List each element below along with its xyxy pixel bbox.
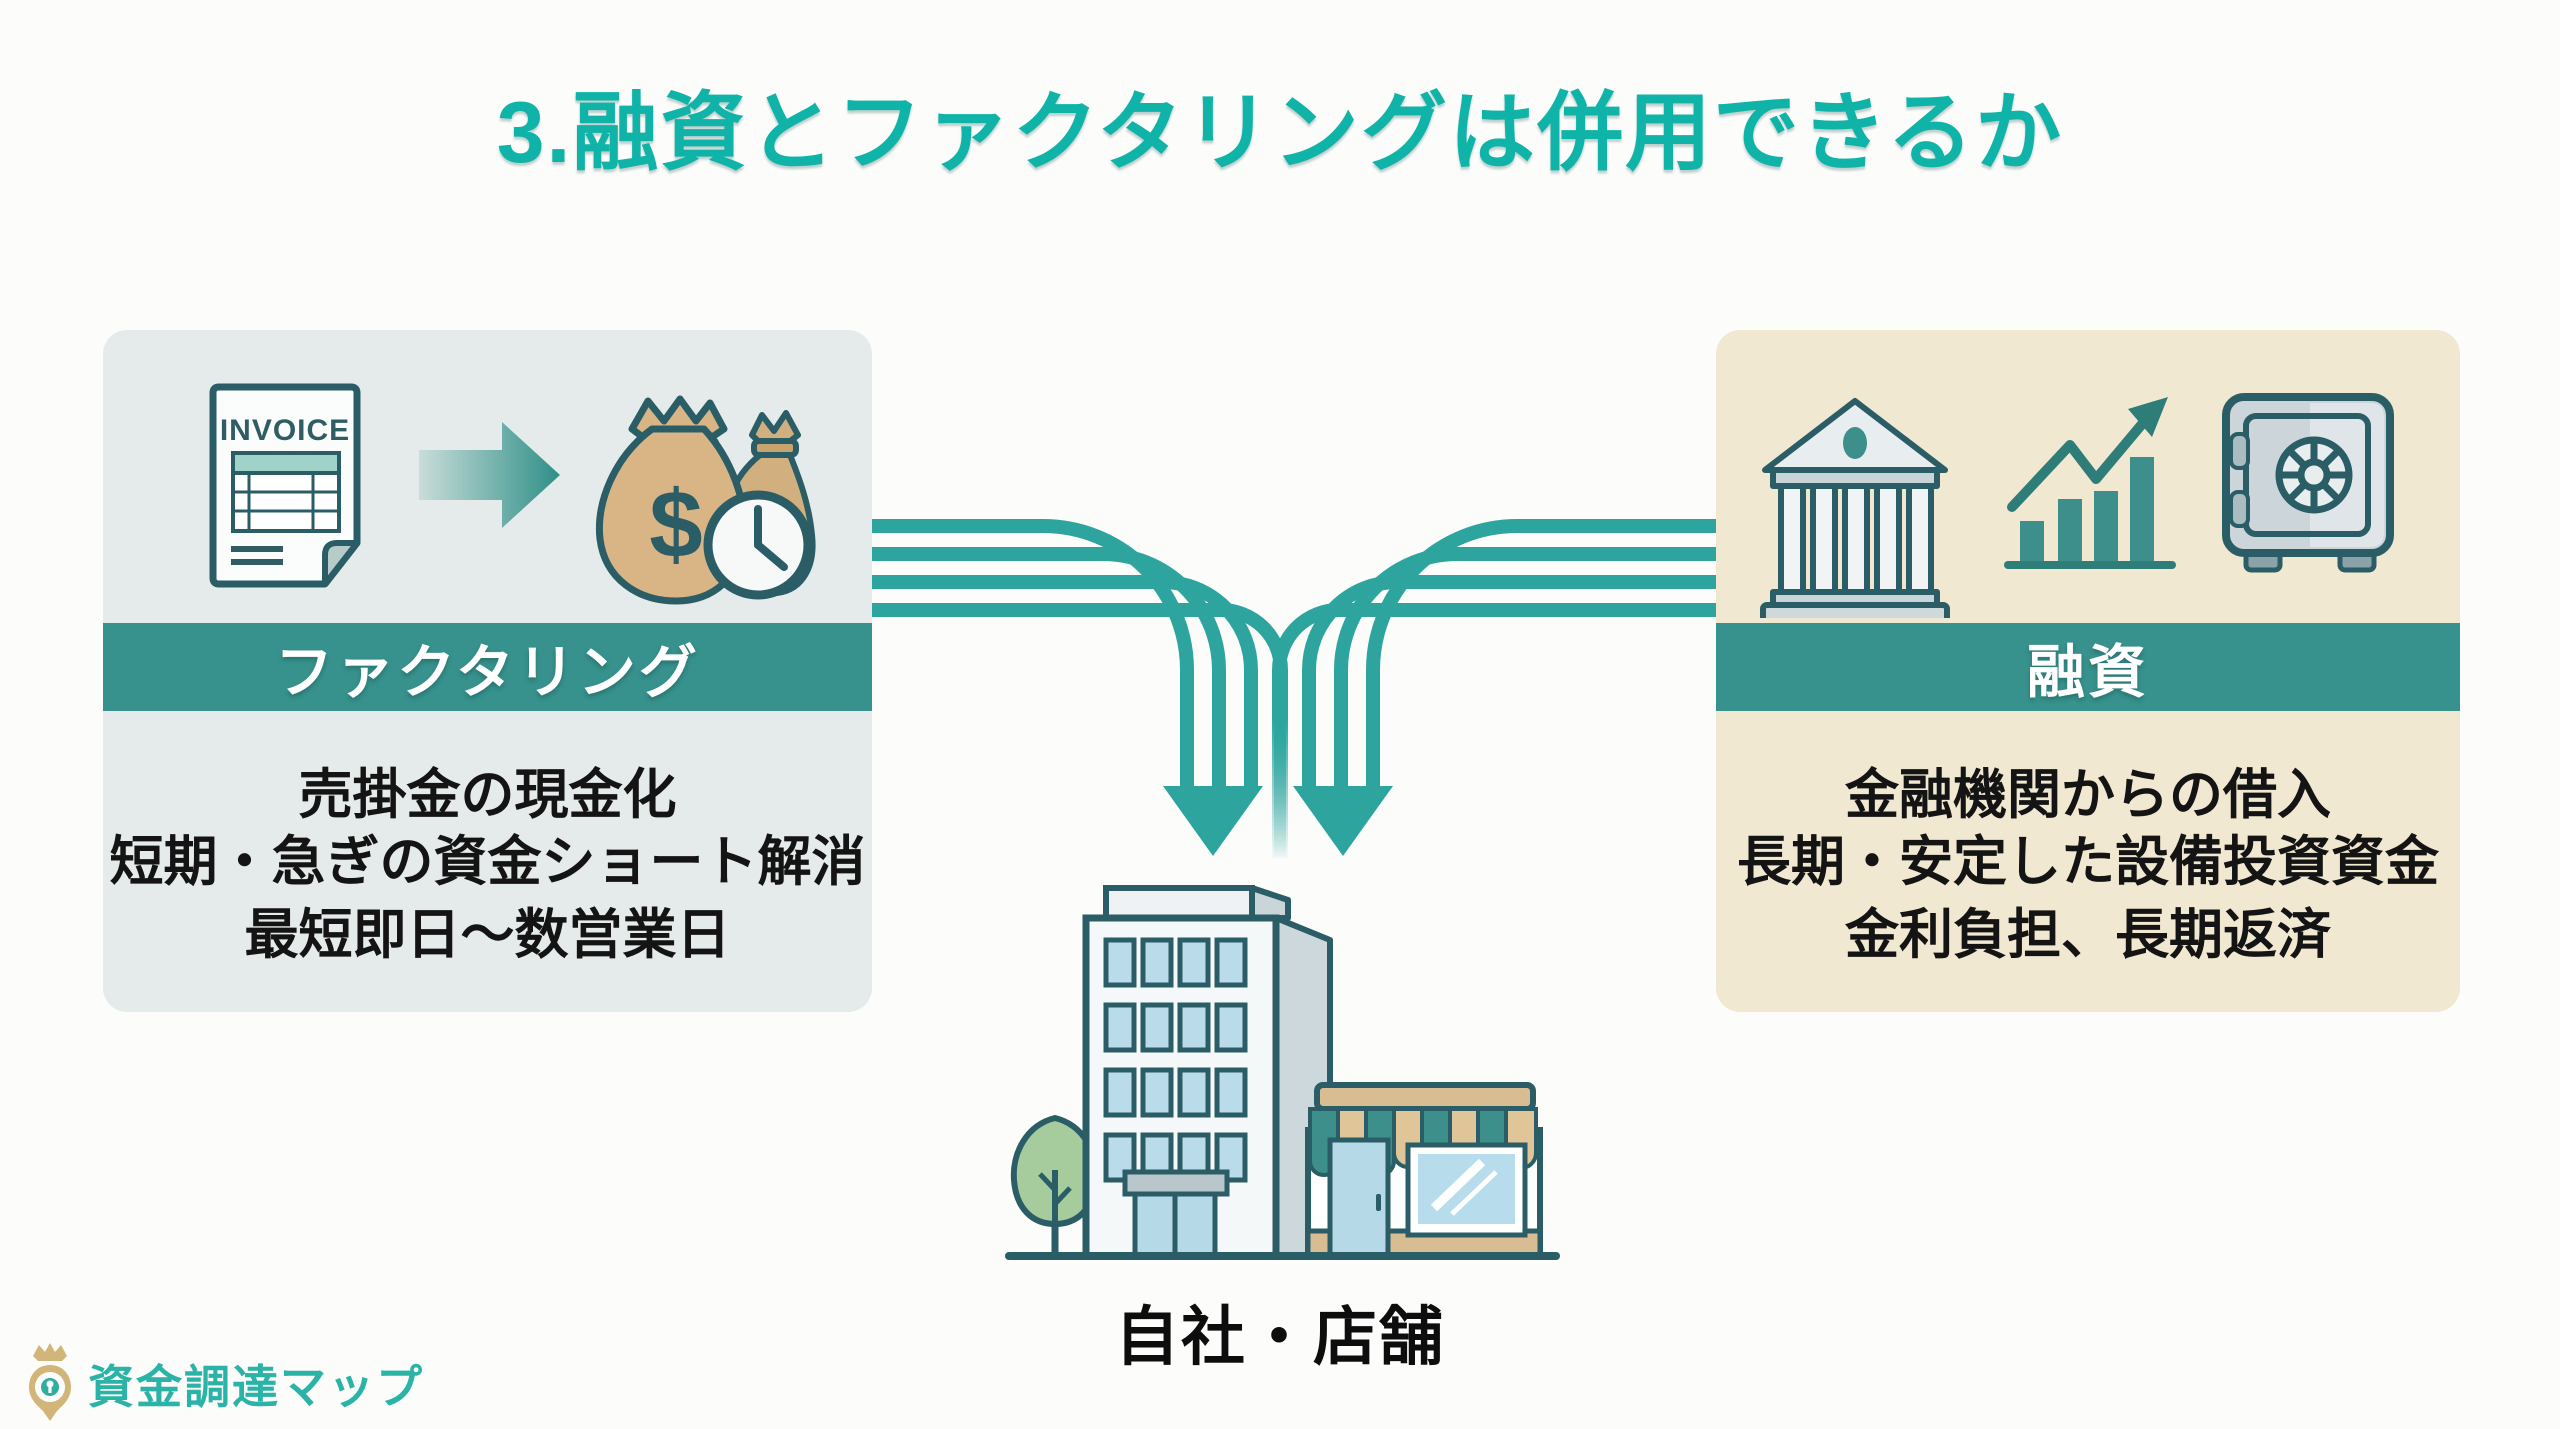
ground-line	[1005, 1252, 1560, 1260]
factoring-point-1: 売掛金の現金化	[298, 765, 677, 825]
bank-icon	[1760, 398, 1950, 618]
crown-pin-logo-icon	[29, 1343, 71, 1421]
site-logo: 資金調達マップ	[26, 1341, 424, 1427]
factoring-banner: ファクタリング	[103, 623, 872, 711]
page-title: 3.融資とファクタリングは併用できるか	[496, 85, 2064, 181]
loan-banner: 融資	[1716, 623, 2460, 711]
down-arrowhead-left	[1163, 786, 1263, 856]
building-label: 自社・店舗	[1115, 1301, 1445, 1373]
loan-panel: 融資 金融機関からの借入 長期・安定した設備投資資金 金利負担、長期返済	[1716, 330, 2460, 1012]
site-logo-text: 資金調達マップ	[88, 1361, 424, 1413]
invoice-icon: INVOICE	[209, 383, 361, 588]
loan-point-1: 金融機関からの借入	[1845, 765, 2331, 825]
invoice-label: INVOICE	[220, 414, 350, 447]
shop-icon	[1305, 1082, 1543, 1259]
down-arrowhead-right	[1293, 786, 1393, 856]
money-bags-clock-icon: $	[595, 395, 816, 605]
growth-chart-icon	[2004, 397, 2176, 569]
company-shop-illustration	[1005, 885, 1560, 1260]
office-building-icon	[1082, 885, 1333, 1260]
factoring-point-3: 最短即日〜数営業日	[244, 905, 731, 965]
factoring-point-2: 短期・急ぎの資金ショート解消	[109, 832, 866, 892]
flow-lines	[869, 519, 1719, 858]
loan-banner-label: 融資	[2026, 640, 2149, 705]
loan-point-3: 金利負担、長期返済	[1845, 905, 2331, 965]
factoring-banner-label: ファクタリング	[275, 640, 700, 705]
loan-point-2: 長期・安定した設備投資資金	[1737, 832, 2439, 892]
factoring-panel: INVOICE	[103, 330, 872, 1012]
dollar-symbol: $	[649, 471, 702, 578]
safe-icon	[2222, 393, 2394, 573]
arrow-right-icon	[419, 422, 560, 528]
